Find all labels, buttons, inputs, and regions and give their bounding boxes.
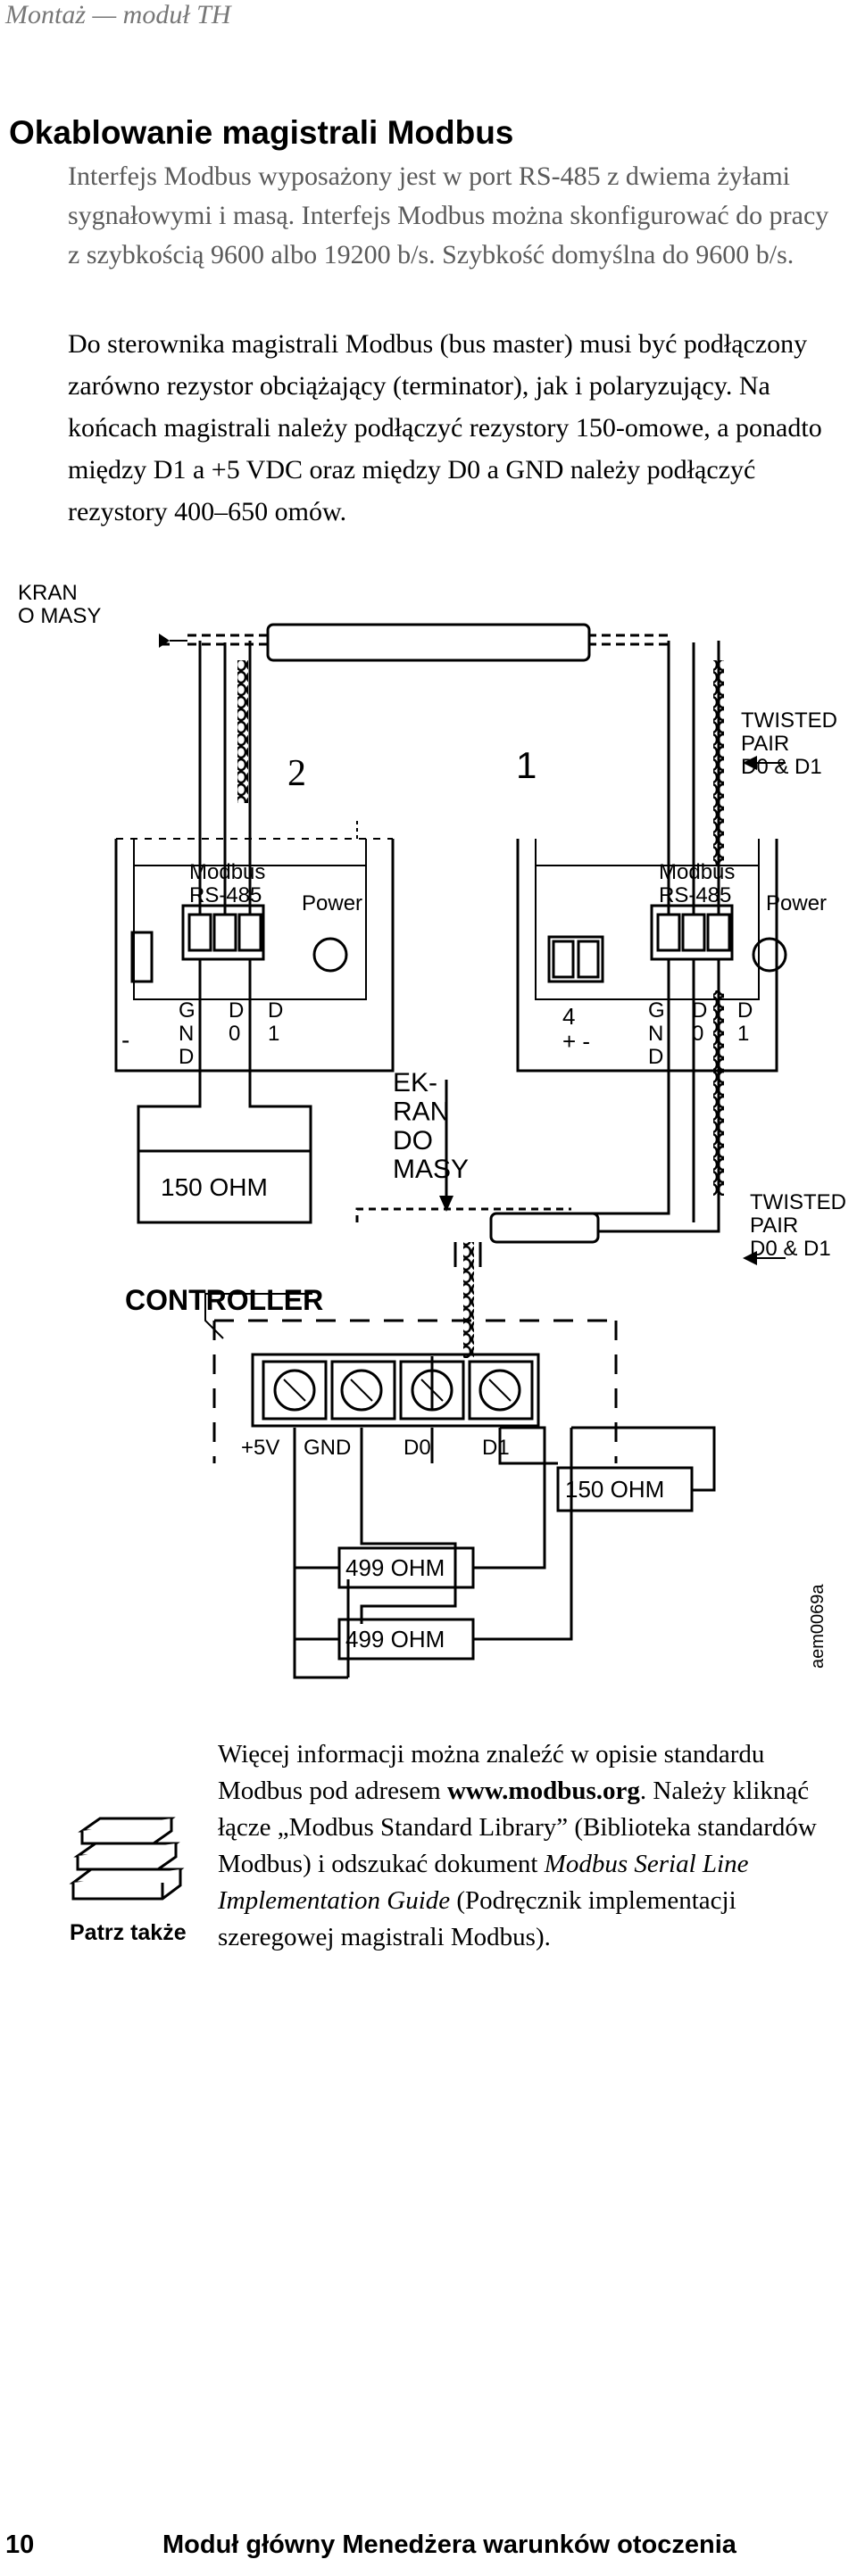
referenced-document-title: Modbus Serial Line Implementation Guide	[218, 1850, 749, 1915]
bottom-cable-sheath	[489, 1212, 600, 1244]
see-also-text-middle: . Należy kliknąć łącze „Modbus Standard …	[218, 1777, 817, 1878]
see-also-text-before: Więcej informacji można znaleźć w opisie…	[218, 1740, 765, 1805]
resistor-150-left: 150 OHM	[161, 1173, 268, 1201]
module-right-number: 1	[516, 744, 537, 786]
terminal-gnd-label: GND	[304, 1436, 351, 1460]
resistor-499-a: 499 OHM	[345, 1554, 445, 1581]
books-icon	[69, 1817, 185, 1901]
left-dash: -	[121, 1026, 129, 1054]
module-left-number: 2	[287, 753, 306, 794]
see-also-text: Więcej informacji można znaleźć w opisie…	[218, 1736, 834, 1956]
see-also-label: Patrz także	[70, 1920, 187, 1945]
resistor-499-b: 499 OHM	[345, 1626, 445, 1652]
terminal-5v-label: +5V	[241, 1436, 279, 1460]
top-cable-sheath	[266, 623, 591, 662]
power-label-left: Power	[302, 891, 362, 915]
figure-id: aem0069a	[808, 1584, 828, 1669]
power-pins-label: 4+ -	[562, 1003, 590, 1055]
page-number: 10	[5, 2530, 35, 2559]
intro-paragraph: Interfejs Modbus wyposażony jest w port …	[68, 162, 829, 269]
resistor-150-right: 150 OHM	[565, 1476, 664, 1503]
controller-label: CONTROLLER	[125, 1284, 323, 1316]
modbus-url-link[interactable]: www.modbus.org	[446, 1777, 640, 1805]
section-title: Okablowanie magistrali Modbus	[9, 114, 514, 151]
running-header: Montaż — moduł TH	[5, 0, 231, 29]
terminal-d0-label: D0	[404, 1436, 431, 1460]
termination-paragraph: Do sterownika magistrali Modbus (bus mas…	[68, 329, 822, 526]
terminal-d1-label: D1	[482, 1436, 510, 1460]
power-label-right: Power	[766, 891, 827, 915]
footer-document-title: Moduł główny Menedżera warunków otoczeni…	[162, 2530, 736, 2559]
see-also-text-after: (Podręcznik implementacji szeregowej mag…	[218, 1886, 736, 1951]
